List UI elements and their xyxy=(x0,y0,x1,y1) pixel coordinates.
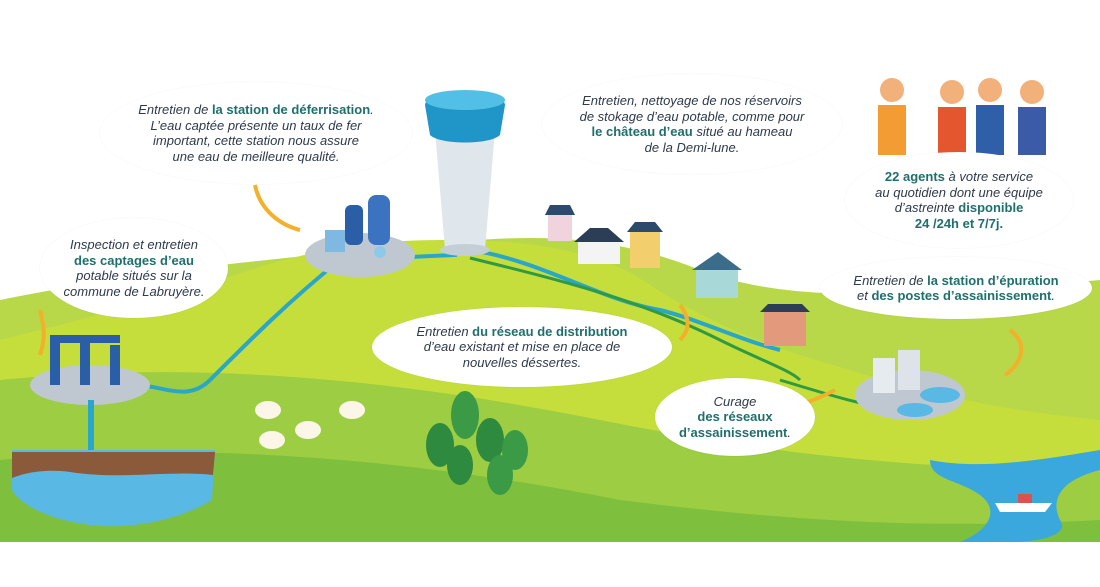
tree-icon xyxy=(426,391,528,495)
water-catchment-icon xyxy=(30,335,150,450)
agent-icon xyxy=(938,80,966,155)
treatment-plant-icon xyxy=(855,350,965,420)
house-icon xyxy=(574,228,624,264)
deferrisation-l1-post: . xyxy=(370,102,374,117)
field-dark xyxy=(0,452,1100,542)
deferrisation-station-icon xyxy=(305,195,415,277)
distribution-pipe-2 xyxy=(469,256,802,382)
river xyxy=(930,450,1100,542)
distribution-l1-bold: du réseau de distribution xyxy=(472,323,628,339)
epuration-l1-bold: la station d’épuration xyxy=(927,272,1059,288)
agent-icon xyxy=(1018,80,1046,155)
chateau-bubble: Entretien, nettoyage de nos réservoirs d… xyxy=(542,74,842,174)
epuration-l1-pre: Entretien de xyxy=(853,272,928,288)
curage-l3-bold: d’assainissement xyxy=(678,424,788,440)
sheep-icon xyxy=(255,401,281,419)
agents-l2: au quotidien dont une équipe xyxy=(875,184,1043,200)
distribution-pipe-1 xyxy=(469,248,781,352)
deferrisation-bubble: Entretien de la station de déferrisation… xyxy=(100,82,412,184)
agent-icon xyxy=(976,78,1004,155)
epuration-l2-bold: des postes d’assainissement xyxy=(871,288,1052,303)
captages-l3: potable situés sur la xyxy=(76,268,192,283)
agents-l1-bold: 22 agents xyxy=(884,169,945,184)
deferrisation-l2: L’eau captée présente un taux de fer xyxy=(150,117,362,133)
curage-bubble: Curage des réseaux d’assainissement. xyxy=(655,378,815,456)
chateau-l4: de la Demi-lune. xyxy=(644,139,740,155)
sheep-icon xyxy=(339,401,365,419)
chateau-l3-bold: le château d’eau xyxy=(591,124,693,139)
agents-bubble: 22 agents à votre service au quotidien d… xyxy=(845,152,1073,248)
epuration-l2-pre: et xyxy=(856,288,872,303)
captages-l1: Inspection et entretien xyxy=(70,237,198,252)
chateau-l3-post: situé au hameau xyxy=(692,124,793,139)
curage-l1: Curage xyxy=(713,393,757,409)
deferrisation-l3: important, cette station nous assure xyxy=(153,133,359,148)
water-tower-icon xyxy=(425,90,505,256)
deferrisation-l4: une eau de meilleure qualité. xyxy=(172,148,340,164)
deferrisation-l1-bold: la station de déferrisation xyxy=(211,102,371,117)
captages-l4: commune de Labruyère. xyxy=(63,283,205,299)
epuration-l2-post: . xyxy=(1051,288,1055,303)
distribution-bubble: Entretien du réseau de distribution d’ea… xyxy=(372,307,672,387)
house-icon xyxy=(627,222,663,268)
agent-icon xyxy=(878,78,906,155)
house-icon xyxy=(760,304,810,346)
sheep-icon xyxy=(295,421,321,439)
epuration-bubble: Entretien de la station d’épuration et d… xyxy=(820,257,1092,319)
agents-l1-post: à votre service xyxy=(944,169,1034,184)
soil xyxy=(12,452,215,478)
house-icon xyxy=(692,252,742,298)
chateau-l1: Entretien, nettoyage de nos réservoirs xyxy=(582,93,802,108)
distribution-l3: nouvelles déssertes. xyxy=(462,354,582,370)
house-icon xyxy=(545,205,575,241)
chateau-l2: de stokage d’eau potable, comme pour xyxy=(579,108,805,124)
distribution-l1-pre: Entretien xyxy=(416,323,473,339)
boat-icon xyxy=(995,494,1052,512)
deferrisation-l1-pre: Entretien de xyxy=(138,102,212,117)
sheep-icon xyxy=(259,431,285,449)
curage-l3-post: . xyxy=(787,424,791,440)
captages-bubble: Inspection et entretien des captages d’e… xyxy=(40,218,228,318)
agents-l3-pre: d’astreinte xyxy=(894,200,959,215)
agents-l4: 24 /24h et 7/7j. xyxy=(914,215,1004,231)
distribution-l2: d’eau existant et mise en place de xyxy=(423,339,621,355)
agents-l3-bold: disponible xyxy=(958,200,1024,215)
curage-l2: des réseaux xyxy=(697,409,773,425)
captages-l2: des captages d’eau xyxy=(74,252,194,268)
